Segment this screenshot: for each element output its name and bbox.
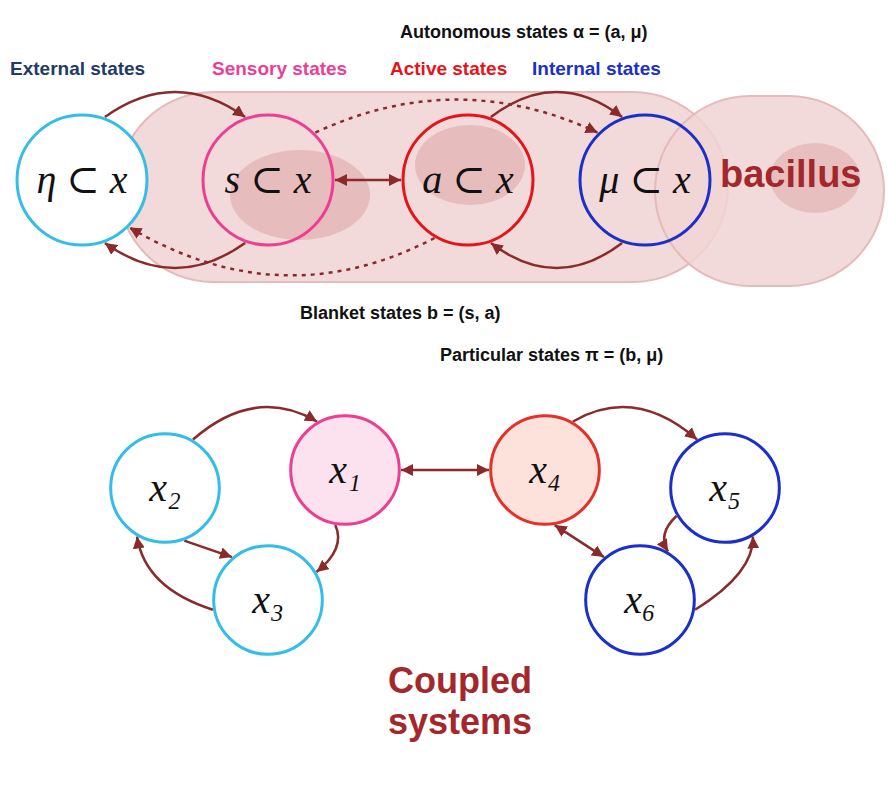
group-heading: Blanket states b = (s, a) bbox=[300, 303, 501, 325]
state-circle: a ⊂ x bbox=[401, 113, 535, 247]
circle-shape bbox=[203, 115, 333, 245]
coupling-arrow bbox=[335, 179, 401, 182]
state-circle: μ ⊂ x bbox=[578, 113, 712, 247]
state-heading: External states bbox=[10, 58, 145, 81]
state-symbol: x₄ bbox=[529, 450, 561, 490]
coupling-arrow bbox=[317, 525, 339, 572]
circle-shape bbox=[291, 416, 400, 525]
circle-shape bbox=[214, 546, 323, 655]
coupling-arrow bbox=[573, 407, 697, 439]
circle-shape bbox=[111, 434, 220, 543]
circle-shape bbox=[586, 546, 695, 655]
dotted-coupling-arrow bbox=[129, 227, 434, 275]
circle-text-holder: μ ⊂ x bbox=[578, 113, 712, 247]
nucleoid-patch bbox=[415, 125, 525, 205]
circle-shape bbox=[671, 434, 780, 543]
state-circle: x₃ bbox=[212, 544, 324, 656]
group-heading: Autonomous states α = (a, μ) bbox=[400, 22, 648, 44]
state-circle: x₄ bbox=[489, 414, 601, 526]
state-circle: η ⊂ x bbox=[15, 113, 149, 247]
coupling-arrow bbox=[664, 516, 676, 552]
coupling-arrow bbox=[184, 541, 232, 558]
state-symbol: x₁ bbox=[329, 450, 361, 490]
state-circle: x₅ bbox=[669, 432, 781, 544]
state-circle: s ⊂ x bbox=[201, 113, 335, 247]
state-circle: x₂ bbox=[109, 432, 221, 544]
circle-text-holder: x₅ bbox=[669, 432, 781, 544]
circle-text-holder: x₂ bbox=[109, 432, 221, 544]
state-symbol: x₆ bbox=[624, 580, 656, 620]
circle-shape bbox=[491, 416, 600, 525]
coupling-arrow bbox=[193, 407, 317, 439]
circle-text-holder: x₆ bbox=[584, 544, 696, 656]
circle-text-holder: x₄ bbox=[489, 414, 601, 526]
state-symbol: η ⊂ x bbox=[36, 160, 127, 200]
circle-text-holder: x₁ bbox=[289, 414, 401, 526]
organism-label: bacillus bbox=[720, 152, 862, 198]
state-circle: x₁ bbox=[289, 414, 401, 526]
coupling-arrow bbox=[105, 92, 245, 117]
circle-text-holder: η ⊂ x bbox=[15, 113, 149, 247]
state-symbol: μ ⊂ x bbox=[599, 160, 690, 200]
state-circle: x₆ bbox=[584, 544, 696, 656]
coupling-arrow bbox=[695, 537, 753, 610]
circle-text-holder: a ⊂ x bbox=[401, 113, 535, 247]
state-heading: Active states bbox=[390, 58, 507, 81]
circle-text-holder: s ⊂ x bbox=[201, 113, 335, 247]
state-symbol: a ⊂ x bbox=[422, 160, 513, 200]
state-symbol: s ⊂ x bbox=[225, 160, 312, 200]
coupling-arrow bbox=[137, 537, 213, 610]
state-symbol: x₃ bbox=[252, 580, 284, 620]
coupling-arrow bbox=[105, 243, 245, 268]
circle-text-holder: x₃ bbox=[212, 544, 324, 656]
state-heading: Internal states bbox=[532, 58, 661, 81]
coupling-arrow bbox=[401, 469, 489, 472]
circle-shape bbox=[403, 115, 533, 245]
state-symbol: x₅ bbox=[709, 468, 741, 508]
group-heading: Particular states π = (b, μ) bbox=[440, 345, 663, 367]
coupling-arrow bbox=[491, 243, 622, 268]
coupling-arrow bbox=[555, 525, 604, 557]
circle-shape bbox=[580, 115, 710, 245]
section-label: Coupled systems bbox=[365, 660, 555, 743]
state-symbol: x₂ bbox=[149, 468, 181, 508]
circle-shape bbox=[17, 115, 147, 245]
state-heading: Sensory states bbox=[212, 58, 347, 81]
bacillus-cell bbox=[118, 92, 728, 282]
